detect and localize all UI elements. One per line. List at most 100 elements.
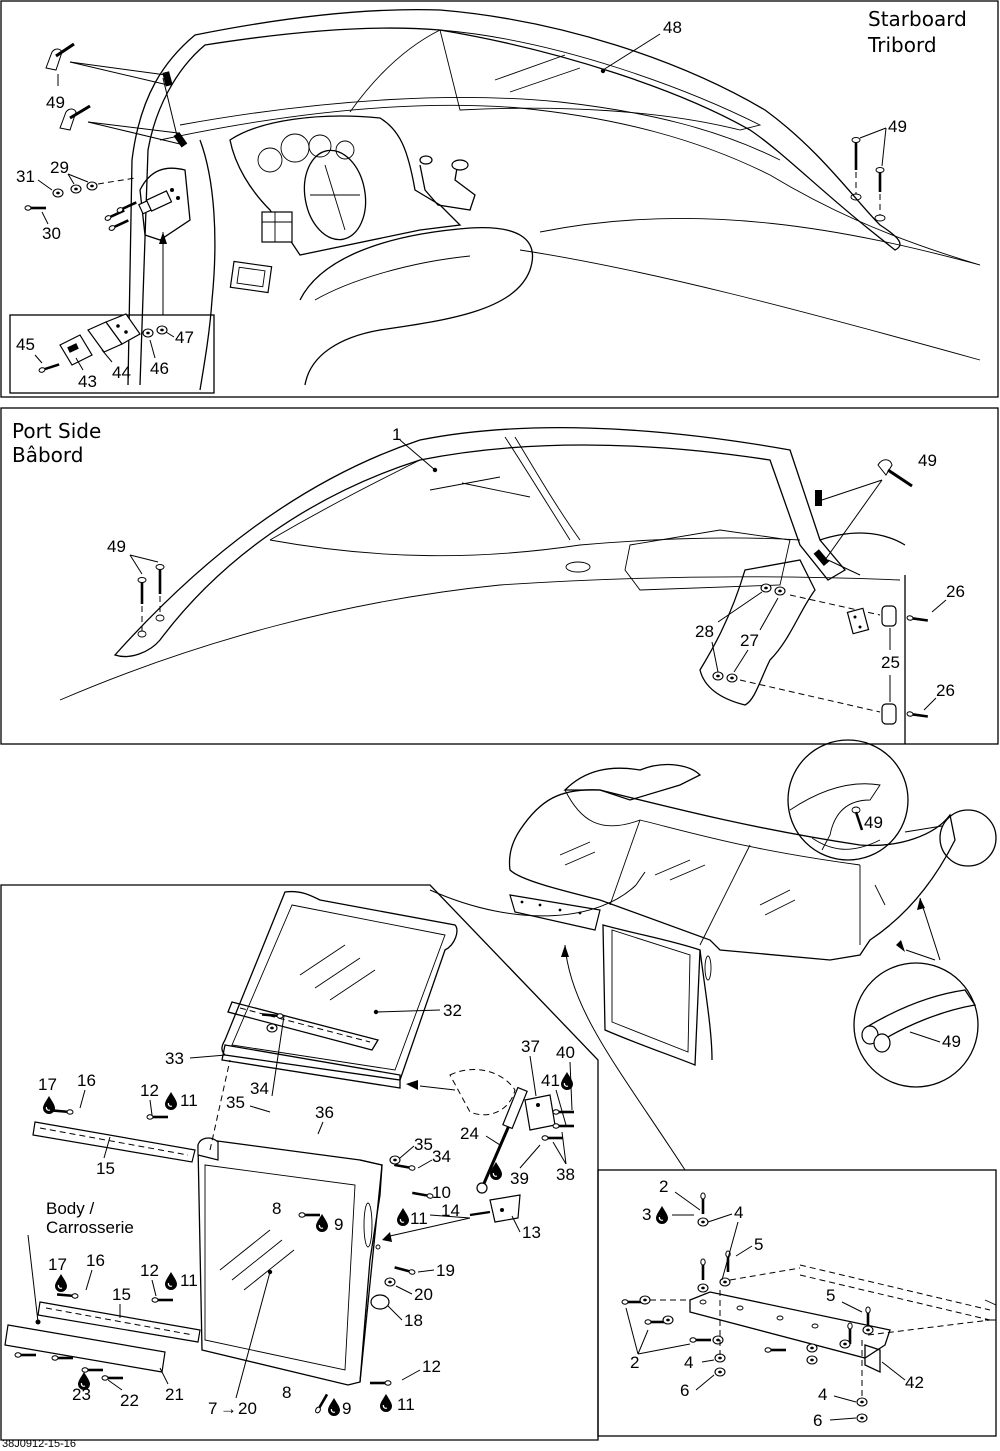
- body-label-fr: Carrosserie: [46, 1218, 134, 1237]
- callout-36: 36: [315, 1103, 334, 1122]
- callout-49: 49: [918, 451, 937, 470]
- callout-48: 48: [663, 18, 682, 37]
- callout-4: 4: [818, 1385, 827, 1404]
- inset-box: [9, 314, 215, 394]
- port-title: Port Side: [12, 419, 101, 443]
- callout-17: 17: [48, 1255, 67, 1274]
- callout-16: 16: [86, 1251, 105, 1270]
- callout-7: 7: [208, 1399, 217, 1418]
- oil-drop-icon: [54, 1273, 68, 1293]
- oil-drop-icon: [42, 1095, 56, 1115]
- callout-21: 21: [165, 1385, 184, 1404]
- callout-30: 30: [42, 224, 61, 243]
- callout-40: 40: [556, 1043, 575, 1062]
- figure-code: 38J0912-15-16: [2, 1438, 76, 1450]
- callout-49: 49: [107, 537, 126, 556]
- callout-34: 34: [432, 1147, 451, 1166]
- callout-11: 11: [397, 1395, 415, 1414]
- port-subtitle: Bâbord: [12, 443, 83, 467]
- callout-24: 24: [460, 1124, 479, 1143]
- callout-31: 31: [16, 167, 35, 186]
- overview-view: 49 49: [429, 739, 997, 1171]
- callout-33: 33: [165, 1049, 184, 1068]
- callout-49: 49: [942, 1032, 961, 1051]
- callout-26: 26: [936, 681, 955, 700]
- callout-49: 49: [864, 813, 883, 832]
- callout-2: 2: [659, 1177, 668, 1196]
- arrow-glyph: →: [220, 1399, 237, 1418]
- starboard-frame: [0, 0, 999, 398]
- callout-47: 47: [175, 328, 194, 347]
- callout-20: 20: [414, 1285, 433, 1304]
- callout-10: 10: [432, 1183, 451, 1202]
- callout-49: 49: [46, 93, 65, 112]
- callout-9: 9: [334, 1215, 343, 1234]
- callout-1: 1: [392, 425, 401, 444]
- screw-49-right-a: [850, 137, 862, 201]
- callout-6: 6: [813, 1411, 822, 1430]
- bracket-panel: 2 3 4 5 5 2 4 6 42 4 6: [597, 1169, 997, 1437]
- callout-34: 34: [250, 1079, 269, 1098]
- door-panel: Body / Carrosserie 32 33 17 16 12 11 34 …: [0, 884, 599, 1441]
- screw-49-upper: [45, 42, 75, 71]
- callout-35: 35: [414, 1135, 433, 1154]
- callout-11: 11: [180, 1091, 198, 1110]
- oil-drop-icon: [560, 1071, 574, 1091]
- callout-32: 32: [443, 1001, 462, 1020]
- callout-8: 8: [282, 1383, 291, 1402]
- body-label: Body /: [46, 1199, 94, 1218]
- screw-49-lower: [59, 104, 91, 131]
- callout-42: 42: [905, 1373, 924, 1392]
- oil-drop-icon: [315, 1213, 329, 1233]
- callout-29: 29: [50, 158, 69, 177]
- callout-15: 15: [112, 1285, 131, 1304]
- oil-drop-icon: [379, 1393, 393, 1413]
- callout-26: 26: [946, 582, 965, 601]
- callout-28: 28: [695, 622, 714, 641]
- callout-9: 9: [342, 1399, 351, 1418]
- callout-15: 15: [96, 1159, 115, 1178]
- callout-27: 27: [740, 631, 759, 650]
- callout-3: 3: [642, 1205, 651, 1224]
- screw-49-port-left-a: [137, 577, 147, 638]
- callout-8: 8: [272, 1199, 281, 1218]
- callout-20: 20: [238, 1399, 257, 1418]
- callout-25: 25: [881, 653, 900, 672]
- callout-12: 12: [422, 1357, 441, 1376]
- callout-6: 6: [680, 1381, 689, 1400]
- callout-4: 4: [684, 1353, 693, 1372]
- oil-drop-icon: [655, 1205, 669, 1225]
- callout-41: 41: [541, 1071, 560, 1090]
- screw-49-port-left-b: [155, 564, 165, 622]
- callout-22: 22: [120, 1391, 139, 1410]
- detail-circle-strip: [853, 962, 979, 1088]
- callout-44: 44: [112, 363, 131, 382]
- callout-12: 12: [140, 1081, 159, 1100]
- callout-13: 13: [522, 1223, 541, 1242]
- callout-19: 19: [436, 1261, 455, 1280]
- callout-35: 35: [226, 1093, 245, 1112]
- callout-16: 16: [77, 1071, 96, 1090]
- callout-18: 18: [404, 1311, 423, 1330]
- callout-14: 14: [441, 1201, 460, 1220]
- callout-2: 2: [630, 1353, 639, 1372]
- callout-11: 11: [180, 1271, 198, 1290]
- callout-4: 4: [734, 1203, 743, 1222]
- starboard-title: Starboard: [868, 7, 967, 31]
- callout-17: 17: [38, 1075, 57, 1094]
- callout-38: 38: [556, 1165, 575, 1184]
- port-frame: [0, 407, 999, 745]
- callout-11: 11: [410, 1209, 428, 1228]
- starboard-panel: Starboard Tribord: [0, 0, 999, 398]
- callout-49: 49: [888, 117, 907, 136]
- callout-5: 5: [754, 1235, 763, 1254]
- screw-49-port-upper: [877, 459, 913, 488]
- port-panel: Port Side Bâbord: [0, 407, 999, 745]
- oil-drop-icon: [164, 1271, 178, 1291]
- detail-circle-top: [787, 739, 909, 861]
- bracket-frame: [597, 1169, 997, 1437]
- oil-drop-icon: [327, 1397, 341, 1417]
- callout-46: 46: [150, 359, 169, 378]
- detail-circle-small: [939, 809, 997, 867]
